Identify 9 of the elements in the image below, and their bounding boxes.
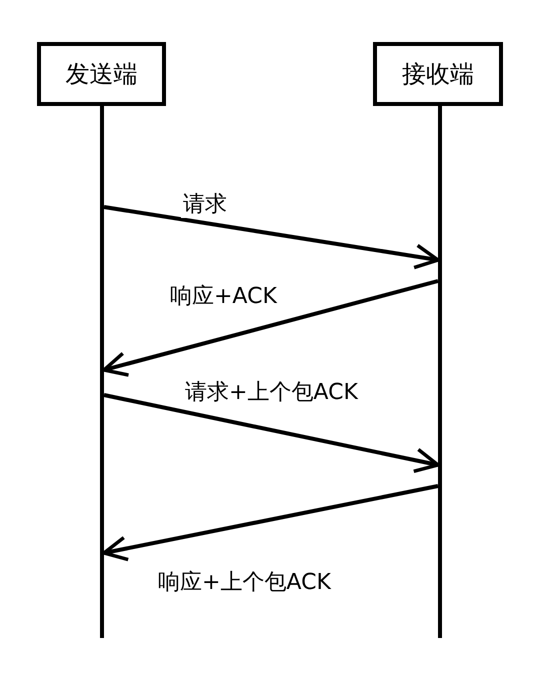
message-arrow: [104, 393, 440, 474]
participant-box: 发送端: [37, 42, 166, 106]
message-arrow: [102, 279, 439, 377]
message-arrow: [102, 484, 438, 562]
lifeline: [438, 106, 442, 638]
participant-box: 接收端: [373, 42, 503, 106]
edge-label: 请求: [181, 192, 229, 218]
lifeline: [100, 106, 104, 638]
message-arrow: [104, 205, 440, 270]
